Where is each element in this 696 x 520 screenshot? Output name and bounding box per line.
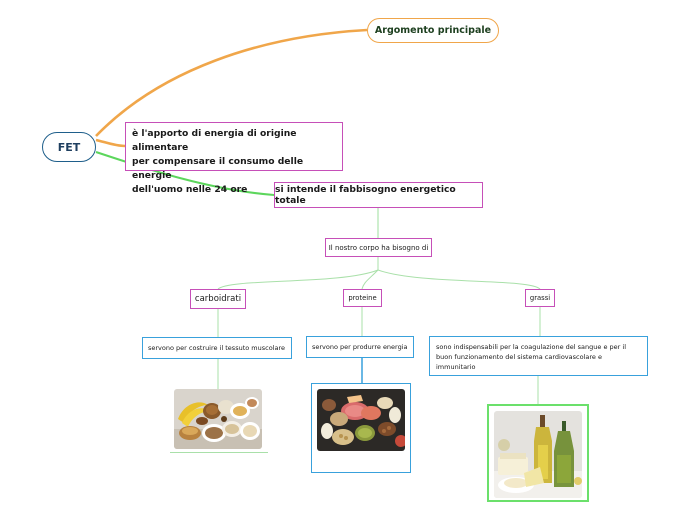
grassi-description-line-1: sono indispensabili per la coagulazione … <box>436 343 626 351</box>
grassi-label: grassi <box>529 294 551 302</box>
carboidrati-node[interactable]: carboidrati <box>190 289 246 309</box>
carboidrati-description: servono per costruire il tessuto muscola… <box>148 344 286 352</box>
connector-corpo-to-carboidrati <box>217 269 379 290</box>
proteine-description-node[interactable]: servono per produrre energia <box>306 336 414 358</box>
corpo-label: Il nostro corpo ha bisogno di <box>328 243 429 252</box>
proteine-photo-frame <box>311 383 411 473</box>
fabbisogno-node[interactable]: si intende il fabbisogno energetico tota… <box>274 182 483 208</box>
grassi-description-line-2: buon funzionamento del sistema cardiovas… <box>436 353 602 361</box>
corpo-node[interactable]: Il nostro corpo ha bisogno di <box>325 238 432 257</box>
connector-corpo-to-proteine <box>361 269 379 290</box>
root-label: FET <box>57 140 81 154</box>
oils-and-fats-photo[interactable] <box>494 411 582 498</box>
proteine-label: proteine <box>348 294 377 302</box>
fabbisogno-label: si intende il fabbisogno energetico tota… <box>275 184 456 206</box>
grassi-node[interactable]: grassi <box>525 289 555 307</box>
connector-root-to-fabbisogno <box>95 151 275 196</box>
protein-foods-photo[interactable] <box>317 389 405 451</box>
carboidrati-description-node[interactable]: servono per costruire il tessuto muscola… <box>142 337 292 359</box>
definition-node[interactable]: è l'apporto di energia di origine alimen… <box>125 122 343 195</box>
definition-line-2: per compensare il consumo delle energie <box>132 156 304 181</box>
main-topic-label: Argomento principale <box>374 25 492 36</box>
proteine-node[interactable]: proteine <box>343 289 382 307</box>
connector-root-to-main-topic <box>95 28 368 137</box>
grassi-photo-frame <box>487 404 589 502</box>
carbohydrate-foods-photo[interactable] <box>174 389 262 449</box>
main-topic-node[interactable]: Argomento principale <box>367 18 499 43</box>
proteine-description: servono per produrre energia <box>312 343 408 351</box>
carboidrati-label: carboidrati <box>194 294 242 304</box>
definition-line-1: è l'apporto di energia di origine alimen… <box>132 128 297 153</box>
connector-root-to-definition <box>95 138 126 148</box>
grassi-description-line-3: immunitario <box>436 363 476 371</box>
root-node-fet[interactable]: FET <box>42 132 96 162</box>
connector-corpo-to-grassi <box>377 269 541 290</box>
carboidrati-photo-underline <box>170 452 268 453</box>
grassi-description-node[interactable]: sono indispensabili per la coagulazione … <box>429 336 648 376</box>
definition-line-3: dell'uomo nelle 24 ore <box>132 184 248 195</box>
